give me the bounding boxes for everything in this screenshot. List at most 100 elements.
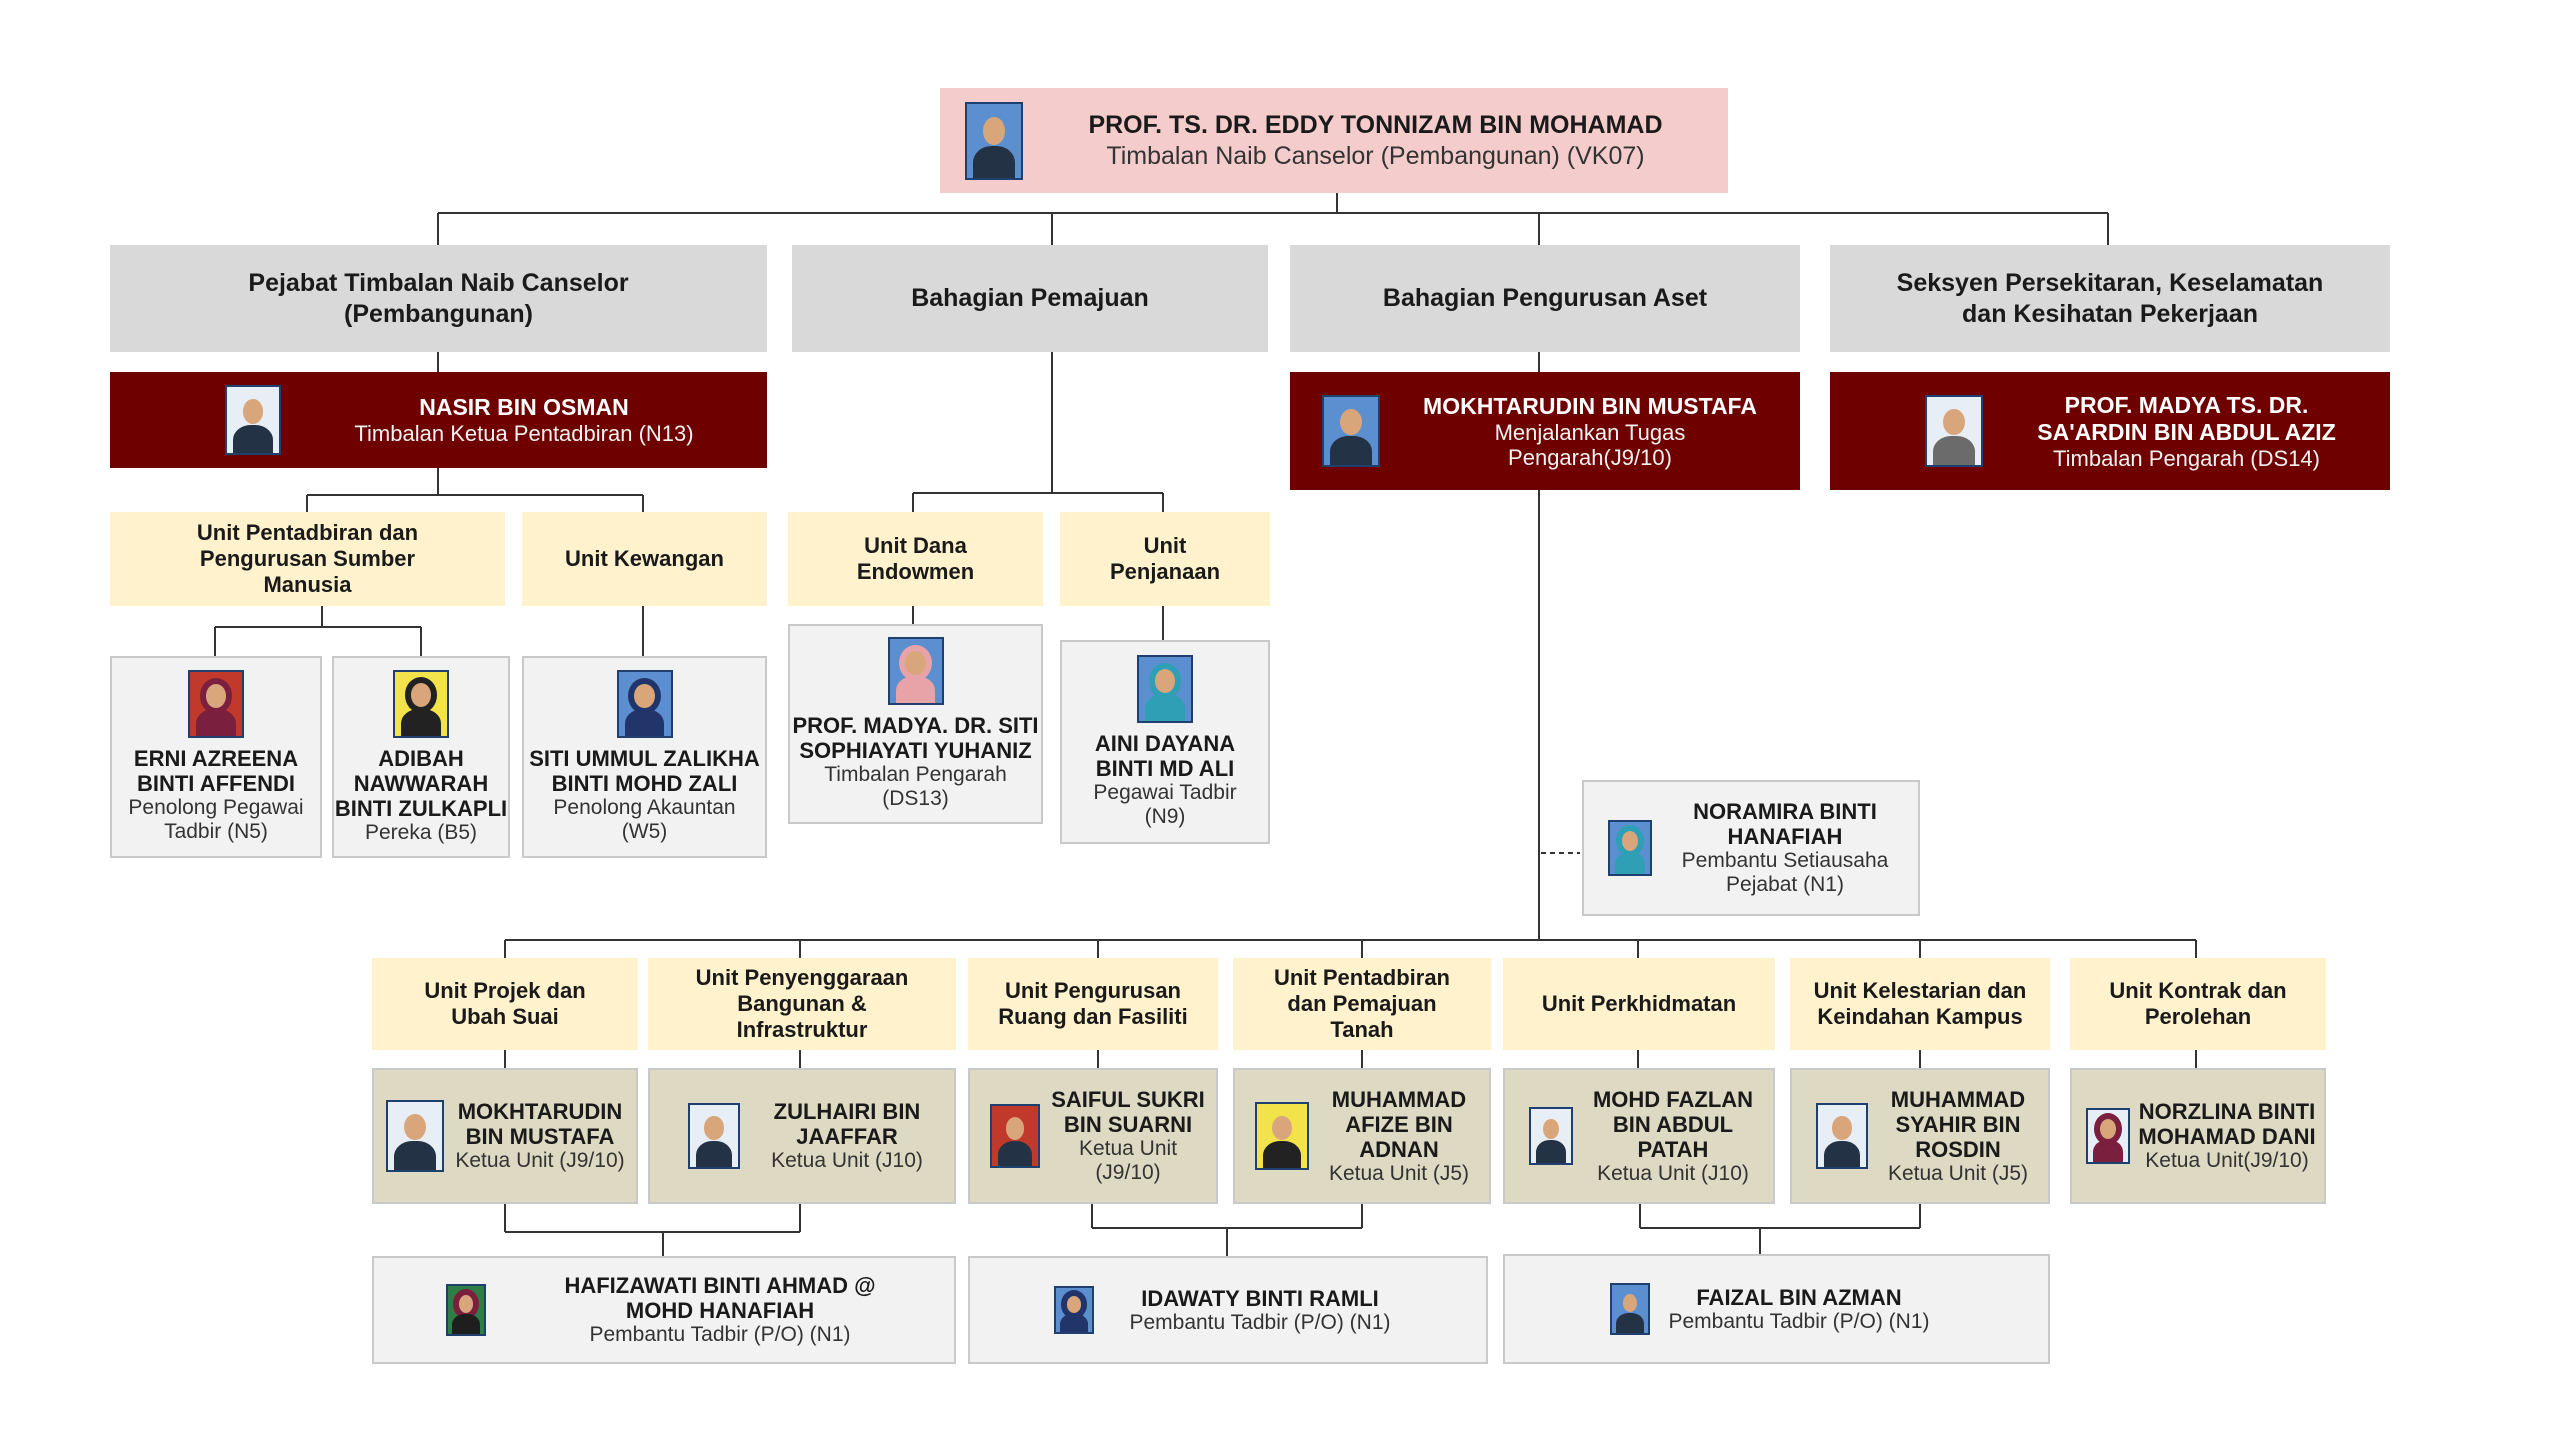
staff-role: Pembantu Setiausaha — [1681, 849, 1889, 872]
staff-role: Penolong Akauntan — [553, 796, 736, 819]
portrait-photo — [188, 670, 244, 738]
division-title: Bahagian Pemajuan — [911, 284, 1149, 312]
leader-name: NASIR BIN OSMAN — [419, 394, 629, 420]
leader-card-nasir: NASIR BIN OSMAN Timbalan Ketua Pentadbir… — [110, 372, 767, 468]
staff-role: Ketua Unit (J5) — [1887, 1161, 2029, 1185]
staff-name: HAFIZAWATI BINTI AHMAD @ — [564, 1273, 876, 1298]
portrait-photo — [1529, 1107, 1573, 1165]
staff-role: (J9/10) — [1095, 1161, 1161, 1184]
staff-card-erni: ERNI AZREENA BINTI AFFENDI Penolong Pega… — [110, 656, 322, 858]
unit-title: Bangunan & — [737, 991, 867, 1016]
staff-name: MOHAMAD DANI — [2138, 1124, 2316, 1149]
staff-role: Pegawai Tadbir — [1093, 781, 1237, 804]
staff-name: ADIBAH — [378, 745, 464, 771]
portrait-photo — [386, 1100, 444, 1172]
staff-name: MUHAMMAD — [1331, 1086, 1467, 1112]
unit-title: Unit — [1143, 533, 1187, 558]
staff-name: PATAH — [1637, 1136, 1709, 1162]
unit-title: Unit Kewangan — [565, 546, 724, 571]
staff-name: JAAFFAR — [796, 1124, 898, 1149]
assistant-card-idawaty: IDAWATY BINTI RAMLI Pembantu Tadbir (P/O… — [968, 1256, 1488, 1364]
staff-name: BINTI MOHD ZALI — [551, 771, 738, 796]
division-seksyen-oshe: Seksyen Persekitaran, Keselamatan dan Ke… — [1830, 245, 2390, 352]
staff-role: Penolong Pegawai — [128, 796, 304, 819]
head-card-zulhairi: ZULHAIRI BIN JAAFFAR Ketua Unit (J10) — [648, 1068, 956, 1204]
unit-title: Unit Kelestarian dan — [1813, 978, 2027, 1003]
unit-pentadbiran-tanah: Unit Pentadbiran dan Pemajuan Tanah — [1233, 958, 1491, 1050]
staff-role: Ketua Unit (J9/10) — [455, 1149, 625, 1172]
portrait-photo — [688, 1103, 740, 1169]
staff-name: NORAMIRA BINTI — [1693, 799, 1877, 824]
staff-name: ZULHAIRI BIN — [773, 1099, 921, 1124]
staff-name: MOKHTARUDIN — [457, 1099, 623, 1124]
portrait-photo — [887, 637, 944, 705]
staff-role: Pembantu Tadbir (P/O) (N1) — [1668, 1309, 1930, 1333]
leader-name: PROF. MADYA TS. DR. — [2064, 391, 2309, 418]
unit-title: Unit Dana — [864, 533, 967, 558]
staff-name: BINTI MD ALI — [1095, 756, 1235, 781]
staff-role: Ketua Unit — [1078, 1137, 1178, 1160]
unit-title: Unit Penyenggaraan — [695, 965, 909, 990]
division-title: Seksyen Persekitaran, Keselamatan — [1896, 268, 2324, 297]
unit-title: Unit Perkhidmatan — [1541, 991, 1737, 1016]
staff-name: ROSDIN — [1915, 1136, 2001, 1162]
unit-title: Unit Pengurusan — [1004, 978, 1181, 1003]
unit-title: Manusia — [263, 572, 352, 597]
unit-title: Unit Kontrak dan — [2109, 978, 2287, 1003]
division-pengurusan-aset: Bahagian Pengurusan Aset — [1290, 245, 1800, 352]
division-pejabat-tnc: Pejabat Timbalan Naib Canselor (Pembangu… — [110, 245, 767, 352]
leader-role: Pengarah(J9/10) — [1508, 444, 1672, 470]
unit-title: Penjanaan — [1109, 559, 1221, 584]
top-leader-card: PROF. TS. DR. EDDY TONNIZAM BIN MOHAMAD … — [940, 88, 1728, 193]
staff-role: (DS13) — [882, 787, 949, 810]
unit-perkhidmatan: Unit Perkhidmatan — [1503, 958, 1775, 1050]
staff-name: ADNAN — [1359, 1136, 1439, 1162]
staff-role: Ketua Unit (J10) — [771, 1149, 923, 1172]
staff-role: Ketua Unit(J9/10) — [2145, 1149, 2309, 1172]
unit-title: Keindahan Kampus — [1817, 1004, 2023, 1029]
head-card-norzlina: NORZLINA BINTI MOHAMAD DANI Ketua Unit(J… — [2070, 1068, 2326, 1204]
unit-kelestarian: Unit Kelestarian dan Keindahan Kampus — [1790, 958, 2050, 1050]
unit-pentadbiran-sumber-manusia: Unit Pentadbiran dan Pengurusan Sumber M… — [110, 512, 505, 606]
staff-name: BIN SUARNI — [1063, 1112, 1193, 1137]
staff-card-siti: SITI UMMUL ZALIKHA BINTI MOHD ZALI Penol… — [522, 656, 767, 858]
unit-title: Unit Pentadbiran — [1273, 965, 1450, 990]
staff-name: MUHAMMAD — [1890, 1086, 2026, 1112]
staff-role: Timbalan Pengarah — [824, 763, 1007, 786]
portrait-photo — [393, 669, 449, 738]
head-card-muhammad-syahir: MUHAMMAD SYAHIR BIN ROSDIN Ketua Unit (J… — [1790, 1068, 2050, 1204]
unit-title: dan Pemajuan — [1287, 991, 1437, 1016]
leader-name: MOKHTARUDIN BIN MUSTAFA — [1423, 392, 1757, 419]
unit-title: Unit Pentadbiran dan — [196, 520, 419, 545]
portrait-photo — [1255, 1102, 1309, 1170]
unit-projek-ubah-suai: Unit Projek dan Ubah Suai — [372, 958, 638, 1050]
staff-name: MOHD HANAFIAH — [625, 1298, 815, 1323]
leader-name: SA'ARDIN BIN ABDUL AZIZ — [2037, 418, 2336, 445]
portrait-photo — [2086, 1108, 2130, 1164]
unit-title: Infrastruktur — [736, 1017, 868, 1042]
portrait-photo — [1816, 1103, 1868, 1169]
unit-pengurusan-ruang: Unit Pengurusan Ruang dan Fasiliti — [968, 958, 1218, 1050]
top-leader-role: Timbalan Naib Canselor (Pembangunan) (VK… — [1106, 142, 1645, 170]
portrait-photo — [1925, 395, 1983, 467]
unit-title: Perolehan — [2144, 1004, 2252, 1029]
portrait-photo — [1610, 1283, 1650, 1335]
unit-penjanaan: Unit Penjanaan — [1060, 512, 1270, 606]
head-card-mohd-fazlan: MOHD FAZLAN BIN ABDUL PATAH Ketua Unit (… — [1503, 1068, 1775, 1204]
unit-kontrak-perolehan: Unit Kontrak dan Perolehan — [2070, 958, 2326, 1050]
staff-role: Ketua Unit (J5) — [1328, 1161, 1470, 1185]
leader-role: Timbalan Ketua Pentadbiran (N13) — [354, 421, 694, 446]
unit-title: Endowmen — [856, 559, 975, 584]
staff-name: BINTI ZULKAPLI — [334, 795, 508, 821]
staff-name: SOPHIAYATI YUHANIZ — [799, 738, 1032, 763]
staff-role: Pembantu Tadbir (P/O) (N1) — [1129, 1310, 1391, 1334]
division-bahagian-pemajuan: Bahagian Pemajuan — [792, 245, 1268, 352]
staff-name: IDAWATY BINTI RAMLI — [1141, 1285, 1379, 1311]
unit-title: Tanah — [1330, 1017, 1394, 1042]
portrait-photo — [990, 1104, 1040, 1168]
portrait-photo — [225, 385, 281, 455]
staff-role: (W5) — [621, 820, 668, 843]
portrait-photo — [1054, 1286, 1094, 1334]
head-card-saiful: SAIFUL SUKRI BIN SUARNI Ketua Unit (J9/1… — [968, 1068, 1218, 1204]
division-title: dan Kesihatan Pekerjaan — [1962, 299, 2258, 328]
